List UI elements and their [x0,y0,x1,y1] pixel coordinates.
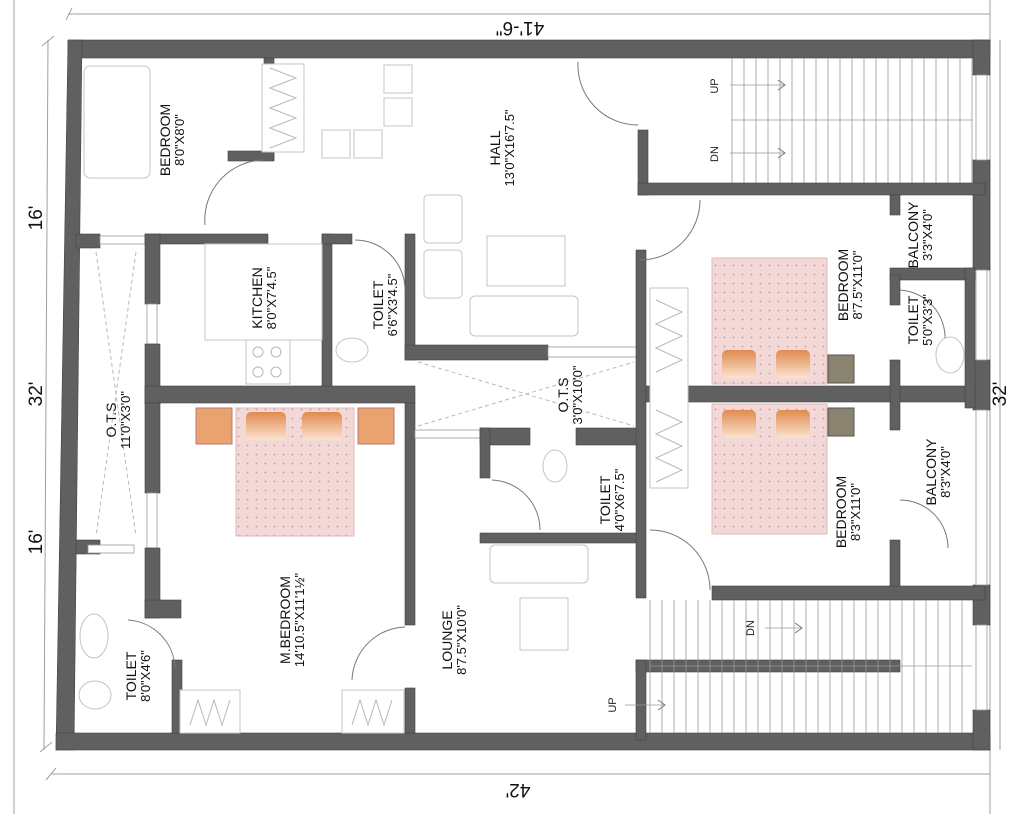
svg-text:BALCONY: BALCONY [923,438,939,506]
lounge-sofa [489,544,589,584]
svg-text:8'0"X4'6": 8'0"X4'6" [138,650,153,702]
stair-dn-bottom: DN [745,620,757,636]
toilet-seat [78,680,112,710]
staircase-bottom [649,600,972,733]
side-table [827,407,855,437]
svg-text:8'0"X7'4.5": 8'0"X7'4.5" [264,266,279,329]
dim-left-upper: 16' [26,206,47,231]
svg-text:BEDROOM: BEDROOM [835,249,851,321]
dim-right-total: 32' [990,382,1011,407]
svg-text:BEDROOM: BEDROOM [157,104,173,176]
svg-text:13'0"X16'7.5": 13'0"X16'7.5" [502,109,517,186]
stair-up-bottom: UP [607,697,619,712]
svg-text:5'0"X3'3": 5'0"X3'3" [920,294,935,346]
dim-top: 41'-6" [496,17,544,38]
dim-left-total: 32' [26,382,47,407]
stair-labels: UP DN DN UP [607,78,757,712]
svg-text:M.BEDROOM: M.BEDROOM [277,576,293,664]
svg-text:TOILET: TOILET [370,280,386,329]
armchair [423,194,463,244]
svg-text:O.T.S: O.T.S [555,377,571,412]
svg-text:3'0"X10'0": 3'0"X10'0" [570,365,585,424]
stair-dn-top: DN [709,146,721,162]
svg-text:3'3"X4'0": 3'3"X4'0" [920,209,935,261]
stair-arrows [625,79,803,711]
side-table [195,407,233,445]
outer-walls [55,39,991,751]
single-bed [83,65,151,179]
svg-text:8'3"X11'0": 8'3"X11'0" [848,483,863,541]
interior-walls [75,57,986,741]
pillow [776,410,810,438]
svg-text:TOILET: TOILET [123,651,139,700]
dim-left-lower: 16' [26,530,47,555]
svg-text:TOILET: TOILET [905,295,921,344]
dining-chair [383,97,413,127]
svg-text:8'3"X4'0": 8'3"X4'0" [938,446,953,498]
stove [245,339,291,385]
side-table [357,407,395,445]
coffee-table [486,235,566,287]
armchair [423,249,463,299]
svg-text:BALCONY: BALCONY [905,201,921,269]
wardrobe [649,287,689,489]
svg-text:O.T.S: O.T.S [103,402,119,437]
svg-text:KITCHEN: KITCHEN [249,267,265,328]
svg-text:14'10.5"X11'1½": 14'10.5"X11'1½" [292,573,307,668]
toilet-seat [935,336,965,374]
dim-bottom: 42' [506,779,531,800]
doors [127,61,949,681]
pillow [302,412,342,440]
sofa [469,295,579,337]
dining-chair [321,129,351,159]
svg-text:LOUNGE: LOUNGE [439,610,455,669]
wardrobe [341,689,405,734]
dining-chair [383,64,413,94]
svg-text:TOILET: TOILET [597,475,613,524]
svg-text:6'6"X3'4.5": 6'6"X3'4.5" [385,273,400,336]
furniture [78,63,965,734]
staircase-top [731,58,973,183]
pillow [722,410,756,438]
svg-text:11'0"X3'0": 11'0"X3'0" [118,391,133,449]
svg-text:8'0"X8'0": 8'0"X8'0" [172,114,187,166]
side-table [827,354,855,384]
pillow [776,350,810,378]
pillow [722,350,756,378]
svg-text:HALL: HALL [487,130,503,165]
svg-text:8'7.5"X11'0": 8'7.5"X11'0" [850,250,865,319]
stair-up-top: UP [709,78,721,93]
toilet-seat [542,449,568,483]
wardrobe [261,63,305,153]
svg-text:8'7.5"X10'0": 8'7.5"X10'0" [454,605,469,675]
svg-text:BEDROOM: BEDROOM [833,476,849,548]
svg-text:4'0"X6'7.5": 4'0"X6'7.5" [612,468,627,531]
lounge-table [519,597,569,651]
toilet-seat [335,337,369,363]
dining-chair [353,129,383,159]
kitchen-counter [204,243,323,341]
wash-basin [79,613,109,659]
dimension-labels: 41'-6" 42' 16' 32' 16' 32' [26,17,1011,800]
pillow [246,412,286,440]
